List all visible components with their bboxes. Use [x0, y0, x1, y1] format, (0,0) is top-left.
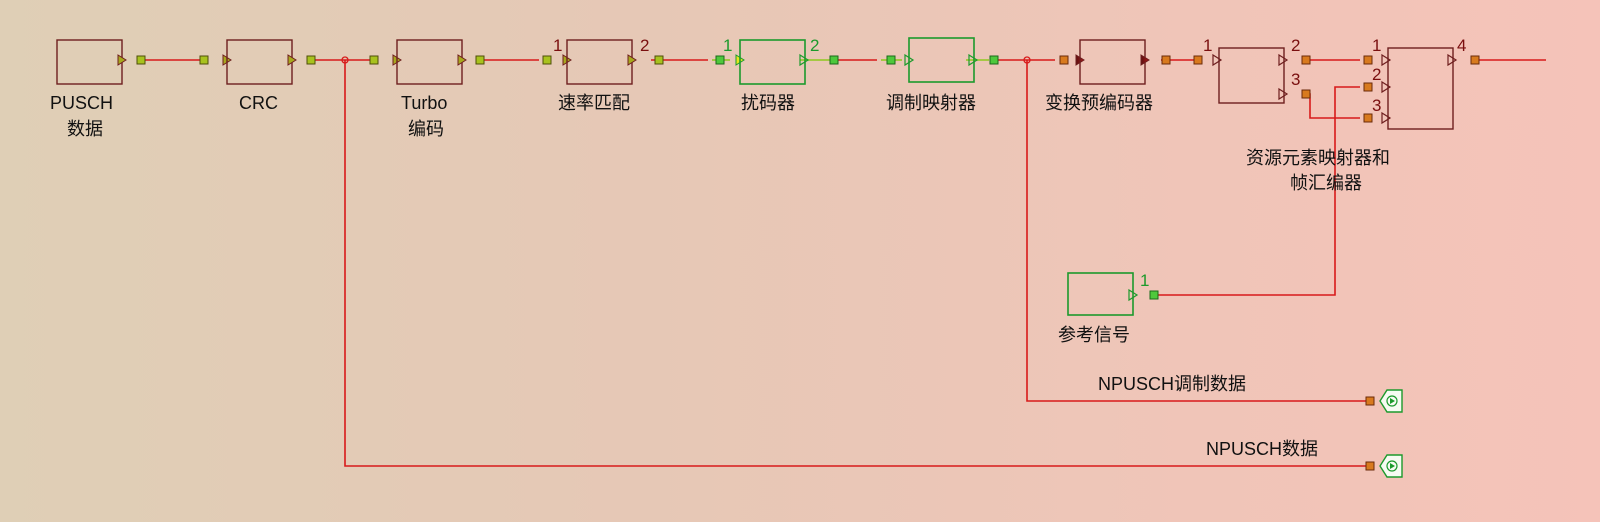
connector-square[interactable] — [369, 55, 379, 65]
connector-square[interactable] — [1363, 113, 1373, 123]
wire-refsignal-resmapper-2 — [1158, 86, 1360, 296]
connector-square[interactable] — [1161, 55, 1171, 65]
block-label: 速率匹配 — [558, 93, 630, 113]
block-scrambler[interactable]: 1 2 扰码器 — [715, 36, 839, 113]
port-number-out: 2 — [640, 36, 649, 55]
port-number-in-1: 1 — [1372, 36, 1381, 55]
block-transform-precoder[interactable]: 变换预编码器 — [1045, 39, 1171, 113]
port-number-out: 1 — [1140, 271, 1149, 290]
connector-square[interactable] — [654, 55, 664, 65]
junction-dot — [341, 56, 349, 64]
block-reference-signal[interactable]: 1 参考信号 — [1058, 271, 1159, 345]
output-port-arrow[interactable] — [1140, 54, 1150, 66]
input-port-arrow-3[interactable] — [1381, 111, 1392, 125]
port-number-in: 1 — [553, 36, 562, 55]
block-body[interactable] — [1387, 47, 1454, 130]
block-label-line1: PUSCH — [50, 93, 113, 113]
connector-square[interactable] — [886, 55, 896, 65]
connector-square[interactable] — [199, 55, 209, 65]
connector-square[interactable] — [1301, 55, 1311, 65]
port-number-in-2: 2 — [1372, 65, 1381, 84]
arrow-right-icon[interactable] — [1379, 389, 1403, 413]
connector-square[interactable] — [1193, 55, 1203, 65]
connector-square[interactable] — [136, 55, 146, 65]
port-number-out: 4 — [1457, 36, 1466, 55]
port-number-in-3: 3 — [1372, 96, 1381, 115]
output-port-arrow[interactable] — [1447, 53, 1458, 67]
wire-tap-npusch-data — [344, 60, 1366, 467]
connector-square[interactable] — [1470, 55, 1480, 65]
block-pusch-data[interactable]: PUSCH 数据 — [50, 39, 146, 139]
connector-square[interactable] — [829, 55, 839, 65]
block-label: 扰码器 — [741, 93, 795, 113]
connector-square[interactable] — [1059, 55, 1069, 65]
block-body[interactable] — [908, 37, 975, 83]
output-port-arrow[interactable] — [627, 54, 637, 66]
block-label-line2: 数据 — [67, 119, 103, 139]
wire-splitter-resmapper-3 — [1302, 93, 1360, 119]
input-port-arrow-2[interactable] — [1381, 80, 1392, 94]
connector-square[interactable] — [475, 55, 485, 65]
arrow-right-icon[interactable] — [1379, 454, 1403, 478]
output-port-arrow[interactable] — [457, 54, 467, 66]
block-modulation-mapper[interactable]: 调制映射器 — [886, 37, 999, 113]
output-port-arrow-b[interactable] — [1278, 87, 1289, 101]
block-label: 参考信号 — [1058, 325, 1130, 345]
block-body[interactable] — [1067, 272, 1134, 316]
block-body[interactable] — [396, 39, 463, 85]
port-number-in: 1 — [723, 36, 732, 55]
junction-dot — [1023, 56, 1031, 64]
port-number-out-a: 2 — [1291, 36, 1300, 55]
port-number-in: 1 — [1203, 36, 1212, 55]
output-label: NPUSCH调制数据 — [1098, 374, 1246, 394]
block-label-line2: 帧汇编器 — [1290, 173, 1362, 193]
connector-square[interactable] — [542, 55, 552, 65]
block-body[interactable] — [1079, 39, 1146, 85]
output-port-arrow[interactable] — [1128, 288, 1139, 302]
block-resource-element-mapper[interactable]: 1 2 3 4 资源元素映射器和 帧汇编器 — [1246, 36, 1480, 193]
output-port-arrow-a[interactable] — [1278, 53, 1289, 67]
block-label: CRC — [239, 93, 278, 113]
output-npusch-mod-data[interactable]: NPUSCH调制数据 — [1098, 374, 1403, 413]
input-port-arrow-1[interactable] — [1381, 53, 1392, 67]
input-port-arrow[interactable] — [1212, 53, 1223, 67]
block-turbo-encoder[interactable]: Turbo 编码 — [369, 39, 485, 139]
connector-square[interactable] — [1363, 55, 1373, 65]
connector-square[interactable] — [1365, 396, 1375, 406]
block-label: 调制映射器 — [886, 93, 976, 113]
block-label-line1: 资源元素映射器和 — [1246, 148, 1390, 168]
output-port-arrow[interactable] — [287, 54, 297, 66]
block-label: 变换预编码器 — [1045, 93, 1153, 113]
output-port-arrow[interactable] — [968, 53, 979, 67]
output-label: NPUSCH数据 — [1206, 439, 1318, 459]
block-body[interactable] — [566, 39, 633, 85]
wires — [141, 56, 1546, 467]
connector-square[interactable] — [989, 55, 999, 65]
port-number-out-b: 3 — [1291, 70, 1300, 89]
block-crc[interactable]: CRC — [199, 39, 316, 113]
output-port-arrow[interactable] — [799, 53, 810, 67]
port-number-out: 2 — [810, 36, 819, 55]
block-body[interactable] — [1218, 47, 1285, 104]
wire-tap-npusch-mod-data — [1026, 60, 1366, 402]
output-port-arrow[interactable] — [117, 54, 127, 66]
connector-square[interactable] — [1365, 461, 1375, 471]
block-body[interactable] — [739, 39, 806, 85]
block-body[interactable] — [56, 39, 123, 85]
connector-square[interactable] — [1301, 89, 1311, 99]
block-label-line2: 编码 — [408, 119, 444, 139]
connector-square[interactable] — [1363, 82, 1373, 92]
connector-square[interactable] — [306, 55, 316, 65]
block-splitter[interactable]: 1 2 3 — [1193, 36, 1311, 104]
block-body[interactable] — [226, 39, 293, 85]
connector-square[interactable] — [1149, 290, 1159, 300]
block-rate-matching[interactable]: 1 2 速率匹配 — [542, 36, 664, 113]
block-label-line1: Turbo — [401, 93, 447, 113]
output-npusch-data[interactable]: NPUSCH数据 — [1206, 439, 1403, 478]
connector-square[interactable] — [715, 55, 725, 65]
